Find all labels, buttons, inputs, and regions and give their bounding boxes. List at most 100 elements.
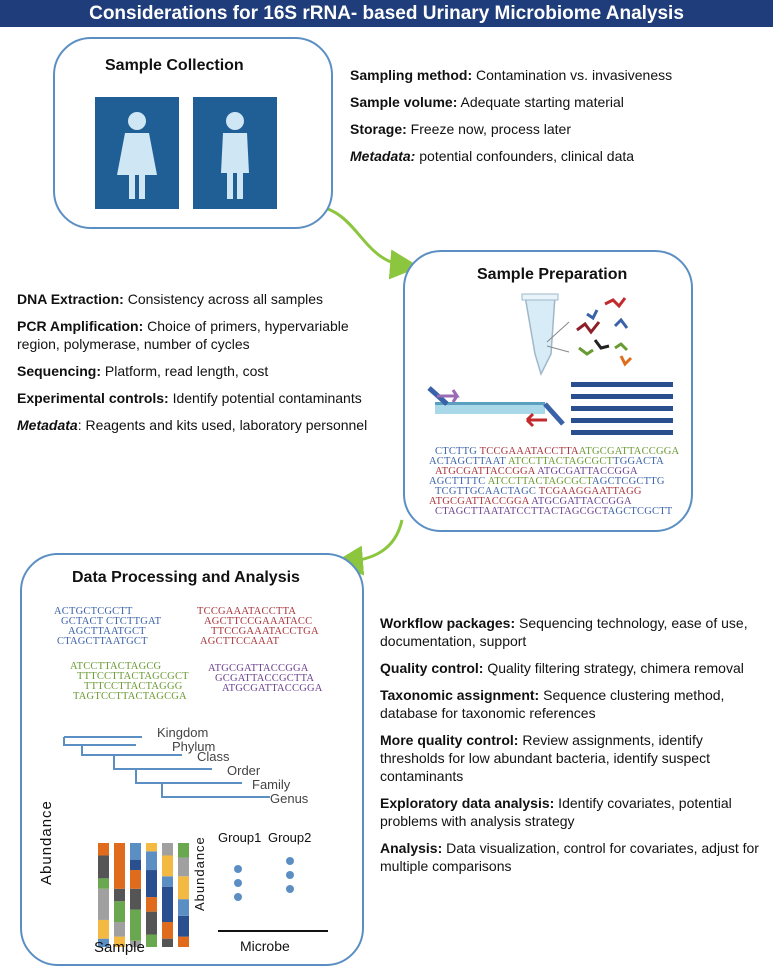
stacked-bar-segment xyxy=(162,843,173,856)
sequence-line: TAGTCCTTACTAGCGA xyxy=(73,691,187,702)
note-item: Exploratory data analysis: Identify cova… xyxy=(380,795,732,829)
data-processing-notes: Workflow packages: Sequencing technology… xyxy=(380,614,765,884)
stacked-bar-segment xyxy=(146,843,157,852)
sequence-segment: AGCTCGCTT xyxy=(607,506,673,517)
stacked-bar-segment xyxy=(114,936,125,947)
stacked-bar-segment xyxy=(114,901,125,923)
sample-collection-panel: Sample Collection xyxy=(53,37,333,229)
note-item: More quality control: Review assignments… xyxy=(380,732,710,784)
sequence-line: CTCTTG TCCGAAATACCTTAATGCGATTACCGGA xyxy=(427,446,680,457)
stacked-bar-segment xyxy=(98,888,109,920)
stacked-bar-segment xyxy=(178,899,189,916)
stacked-bar-segment xyxy=(146,897,157,912)
sequence-line: TCGTTGCAACTAGC TCGAAGGAATTAGG xyxy=(427,486,679,497)
sequence-segment: TCGAAGGAATTAGG xyxy=(538,486,642,497)
sample-collection-title: Sample Collection xyxy=(105,57,244,74)
sample-preparation-title: Sample Preparation xyxy=(477,266,628,283)
note-item: DNA Extraction: Consistency across all s… xyxy=(17,291,324,307)
sequence-line: TTTCCTTACTAGGG xyxy=(84,681,183,692)
tube-and-dna-illustration xyxy=(521,293,633,377)
tax-class: Class xyxy=(197,749,230,764)
sequence-segment: AGCTTTTC xyxy=(429,476,488,487)
tax-family: Family xyxy=(252,777,291,792)
tax-genus: Genus xyxy=(270,791,309,806)
sequence-line: ATGCGATTACCGGA ATGCGATTACCGGA xyxy=(427,496,679,507)
stacked-bar-segment xyxy=(98,938,109,947)
page-title: Considerations for 16S rRNA- based Urina… xyxy=(0,0,773,27)
sequence-segment: CTAGCTTAATATCCTTACTAGCGCT xyxy=(435,506,608,517)
stacked-bar-segment xyxy=(162,922,173,939)
sample-collection-notes: Sampling method: Contamination vs. invas… xyxy=(350,66,690,174)
sequence-segment: ATGCGATTACCGGA xyxy=(531,496,632,507)
stacked-bar-segment xyxy=(162,876,173,887)
stacked-bar-segment xyxy=(114,922,125,937)
sequence-line: TCCGAAATACCTTA xyxy=(197,606,297,617)
note-item: Taxonomic assignment: Sequence clusterin… xyxy=(380,687,725,721)
bar-plot-ylabel: Abundance xyxy=(38,800,55,885)
note-item: Sample volume: Adequate starting materia… xyxy=(350,94,624,110)
arrow-preparation-to-processing xyxy=(333,519,404,576)
stacked-bar-segment xyxy=(146,934,157,947)
note-item: Sampling method: Contamination vs. invas… xyxy=(350,67,673,83)
sample-preparation-notes: DNA Extraction: Consistency across all s… xyxy=(17,290,377,443)
sequence-line: AGCTTCCAAAT xyxy=(200,636,280,647)
stacked-bar-segment xyxy=(146,851,157,871)
note-item: Workflow packages: Sequencing technology… xyxy=(380,615,748,649)
sequence-line: ATGCGATTACCGGA ATGCGATTACCGGA xyxy=(427,466,679,477)
sequence-segment: CTCTTG xyxy=(435,446,480,457)
note-item: PCR Amplification: Choice of primers, hy… xyxy=(17,318,349,352)
stacked-bar-segment xyxy=(98,843,109,856)
stacked-bar-segment xyxy=(98,878,109,889)
sequence-line: AGCTTTTC ATCCTTACTAGCGCTAGCTCGCTTG xyxy=(427,476,679,487)
sequence-segment: TCCGAAATACCTTA xyxy=(479,446,579,457)
sequence-line: GCTACT CTCTTGAT xyxy=(61,616,162,627)
female-icon xyxy=(95,97,179,209)
arrow-collection-to-preparation xyxy=(311,203,420,280)
stacked-bar-illustration xyxy=(98,843,189,947)
pcr-amplification-illustration xyxy=(427,382,673,435)
stacked-bar-segment xyxy=(130,909,141,941)
sequence-line: TTCCGAAATACCTGA xyxy=(211,626,319,637)
note-item: Sequencing: Platform, read length, cost xyxy=(17,363,269,379)
stacked-bar-segment xyxy=(178,915,189,937)
note-item: Metadata: Reagents and kits used, labora… xyxy=(17,417,368,433)
sequence-line: AGCTTAATGCT xyxy=(68,626,146,637)
sample-preparation-panel: Sample Preparation CTCTTG TCCGAAATACCTTA… xyxy=(403,250,693,532)
sequence-segment: ATCCTTACTAGCGCT xyxy=(508,456,614,467)
bar-plot-xlabel: Sample xyxy=(94,939,145,956)
sequence-segment: TCGTTGCAACTAGC xyxy=(435,486,539,497)
tax-phylum: Phylum xyxy=(172,739,216,754)
sequence-segment: ATGCGATTACCGGA xyxy=(537,466,638,477)
sequence-line: CTAGCTTAATGCT xyxy=(57,636,148,647)
stacked-bar-segment xyxy=(146,870,157,898)
tax-order: Order xyxy=(227,763,261,778)
dot-plot-illustration xyxy=(218,857,328,932)
data-processing-panel: Data Processing and Analysis ACTGCTCGCTT… xyxy=(20,553,364,966)
stacked-bar-segment xyxy=(162,938,173,947)
stacked-bar-segment xyxy=(130,870,141,889)
stacked-bar-segment xyxy=(162,855,173,877)
sequence-line: ATCCTTACTAGCG xyxy=(70,661,162,672)
stacked-bar-segment xyxy=(162,886,173,923)
stacked-bar-segment xyxy=(114,843,125,889)
stacked-bar-segment xyxy=(178,857,189,877)
sequence-line: ATGCGATTACCGGA xyxy=(222,683,323,694)
stacked-bar-segment xyxy=(178,843,189,858)
sequence-segment: AGCTCGCTTG xyxy=(592,476,665,487)
dot-plot-group2: Group2 xyxy=(268,830,312,845)
dot-plot-xlabel: Microbe xyxy=(240,938,290,954)
sequence-segment: ATCCTTACTAGCGCT xyxy=(487,476,593,487)
sequence-segment: ATGCGATTACCGGA xyxy=(578,446,680,457)
sequence-line: AGCTTCCGAAATACC xyxy=(204,616,313,627)
stacked-bar-segment xyxy=(130,940,141,947)
stacked-bar-segment xyxy=(130,843,141,860)
note-item: Analysis: Data visualization, control fo… xyxy=(380,840,759,874)
taxonomy-tree xyxy=(63,736,270,798)
stacked-bar-segment xyxy=(130,888,141,910)
sequence-segment: ATGCGATTACCGGA xyxy=(429,496,532,507)
note-item: Quality control: Quality filtering strat… xyxy=(380,660,744,676)
